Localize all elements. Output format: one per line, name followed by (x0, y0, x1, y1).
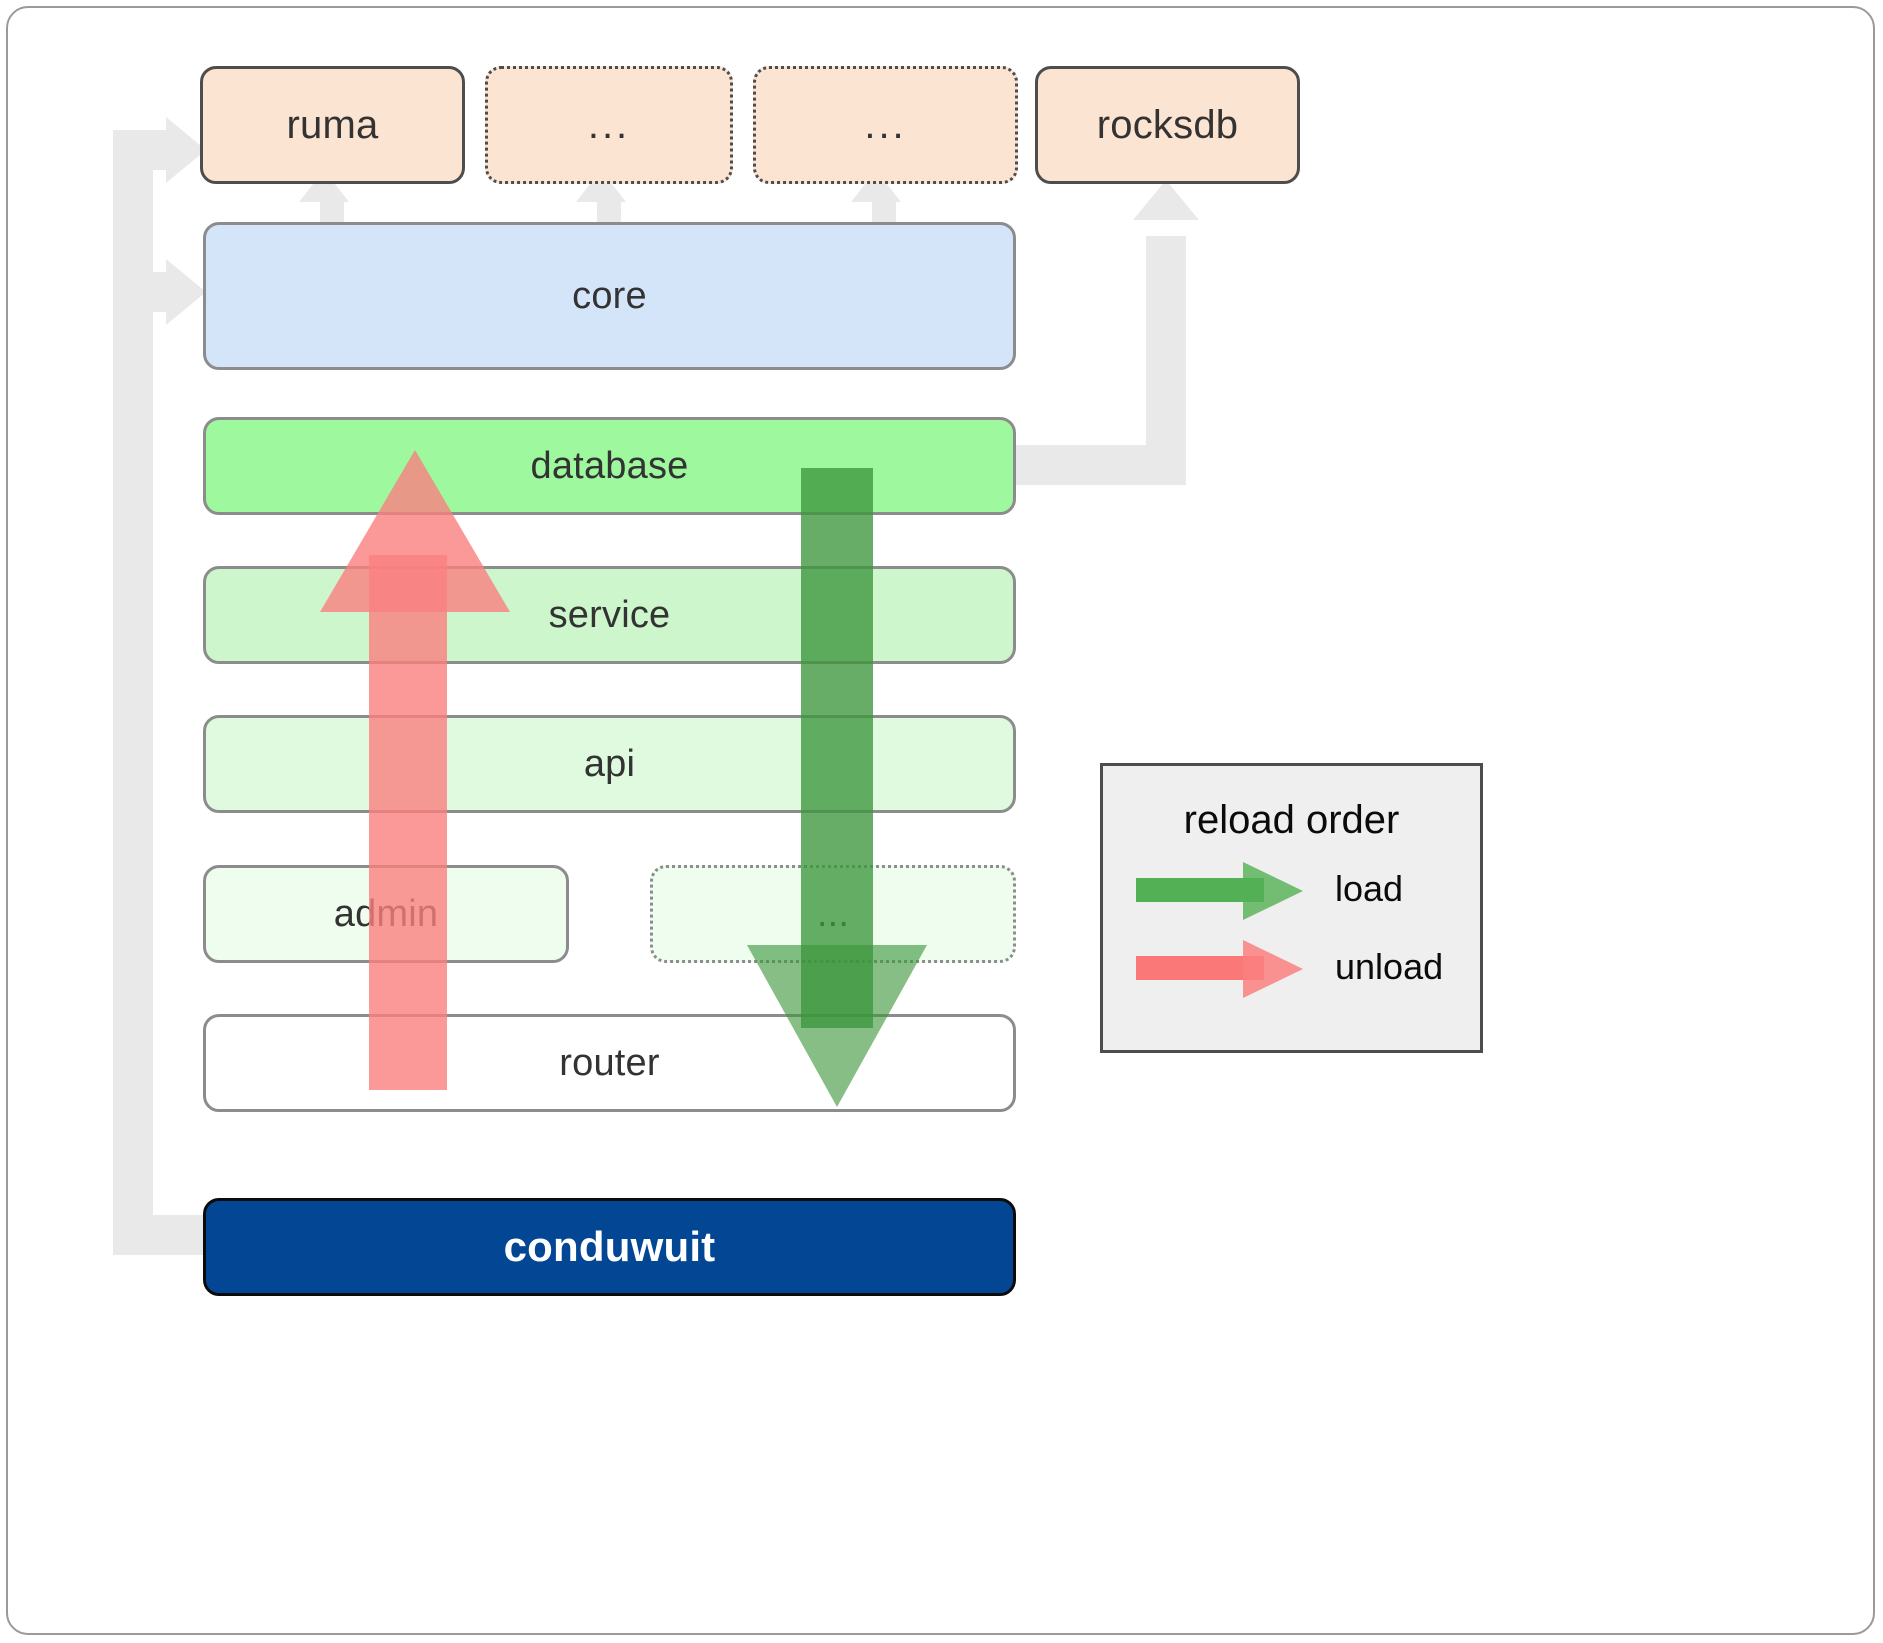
connector-branch-core (113, 272, 168, 312)
unload-arrow-head (320, 450, 510, 612)
load-arrow-head (747, 945, 927, 1107)
legend-title: reload order (1183, 798, 1400, 842)
unload-arrow-shaft (369, 555, 447, 1090)
dependency-label-rocksdb: rocksdb (1096, 102, 1239, 147)
legend-panel: reload order load unload (1100, 763, 1483, 1053)
dependency-box-rocksdb[interactable]: rocksdb (1035, 66, 1300, 184)
connector-trunk-vertical (113, 130, 153, 1255)
connector-arrow-ruma (166, 117, 206, 183)
layer-label-router: router (559, 1041, 660, 1084)
layer-label-database: database (530, 444, 689, 487)
connector-branch-ruma (113, 130, 168, 170)
layer-label-core: core (572, 274, 647, 317)
legend-label-unload: unload (1335, 946, 1444, 987)
binary-label-conduwuit: conduwuit (503, 1223, 716, 1270)
dependency-label-ruma: ruma (286, 102, 379, 147)
layer-label-api: api (583, 742, 636, 785)
dependency-label-ellipsis-1: ... (587, 103, 631, 147)
dependency-box-ellipsis-2[interactable]: ... (753, 66, 1018, 184)
unload-flow-arrow (320, 450, 520, 1090)
binary-box-conduwuit[interactable]: conduwuit (203, 1198, 1016, 1296)
load-flow-arrow (740, 468, 940, 1108)
load-arrow-shaft (801, 468, 873, 1028)
dependency-box-ellipsis-1[interactable]: ... (485, 66, 733, 184)
layer-label-service: service (548, 593, 671, 636)
legend-load-arrow-head (1243, 862, 1303, 920)
connector-arrow-rocksdb (1133, 180, 1199, 220)
legend-unload-arrow-shaft (1136, 956, 1264, 980)
layer-box-api[interactable]: api (203, 715, 1016, 813)
dependency-label-ellipsis-2: ... (864, 103, 907, 147)
legend-label-load: load (1335, 868, 1404, 909)
legend-load-arrow-shaft (1136, 878, 1264, 902)
connector-database-vertical (1146, 236, 1186, 485)
layer-box-core[interactable]: core (203, 222, 1016, 370)
connector-arrow-core (166, 259, 206, 325)
legend-unload-arrow-head (1243, 940, 1303, 998)
dependency-box-ruma[interactable]: ruma (200, 66, 465, 184)
